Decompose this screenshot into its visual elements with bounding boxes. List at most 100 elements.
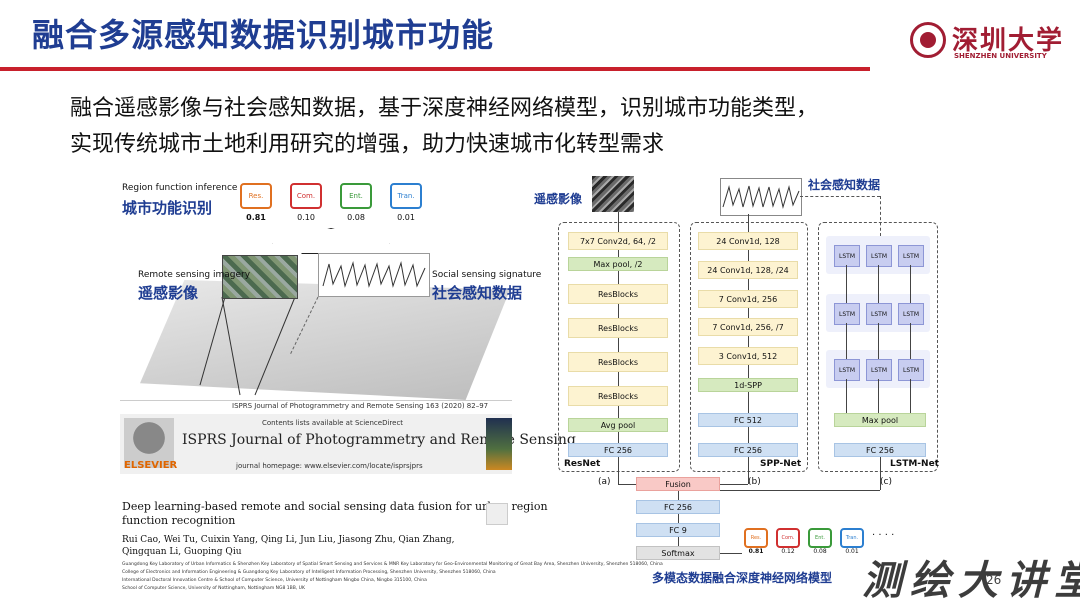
paper-title-line-2: function recognition (122, 514, 236, 527)
spp-connector (748, 336, 749, 347)
resnet-connector (618, 338, 619, 352)
branch-marker-a: (a) (598, 477, 611, 487)
intro-line-1: 融合遥感影像与社会感知数据，基于深度神经网络模型，识别城市功能类型， (70, 96, 819, 121)
social-sensing-label-en: Social sensing signature (432, 270, 542, 280)
fusion-fc9-block: FC 9 (636, 523, 720, 537)
resnet-block-res1: ResBlocks (568, 284, 668, 304)
lstm-cell: LSTM (834, 359, 860, 381)
signature-wave-icon (322, 261, 426, 288)
output-tag-ent: Ent. 0.08 (808, 528, 832, 555)
affiliation-4: School of Computer Science, University o… (122, 586, 305, 591)
resnet-connector (618, 406, 619, 418)
lstm-connector (910, 265, 911, 303)
spp-connector (748, 392, 749, 413)
lstm-connector (910, 379, 911, 413)
ss-input-chart (720, 178, 802, 216)
lstm-cell: LSTM (898, 245, 924, 267)
tag-com-value: 0.10 (297, 213, 315, 222)
out-tag-ent-icon: Ent. (808, 528, 832, 548)
resnet-connector (618, 304, 619, 318)
spp-connector (748, 427, 749, 443)
branch-marker-b: (b) (748, 477, 761, 487)
lstm-connector (846, 265, 847, 303)
resnet-block-res2: ResBlocks (568, 318, 668, 338)
fusion-connector (720, 490, 880, 491)
fusion-connector (720, 484, 748, 485)
output-tag-res: Res. 0.81 (744, 528, 768, 555)
output-tag-tran: Tran. 0.01 (840, 528, 864, 555)
function-tags: Res. 0.81 Com. 0.10 Ent. 0.08 Tran. 0.01 (240, 183, 422, 222)
ss-input-label: 社会感知数据 (808, 178, 881, 192)
resnet-connector (618, 271, 619, 284)
spp-block-2: 24 Conv1d, 128, /24 (698, 261, 798, 279)
spp-block-4: 7 Conv1d, 256, /7 (698, 318, 798, 336)
inference-label-group: Region function inference 城市功能识别 (122, 183, 237, 218)
crossmark-icon (486, 503, 508, 525)
spp-block-3: 7 Conv1d, 256 (698, 290, 798, 308)
affiliation-3: International Doctoral Innovation Centre… (122, 578, 427, 583)
rs-input-label: 遥感影像 (534, 192, 583, 206)
spp-connector (748, 279, 749, 290)
ss-input-arrow (748, 214, 749, 232)
spp-block-pool: 1d-SPP (698, 378, 798, 392)
tag-tran-icon: Tran. (390, 183, 422, 209)
resnet-label: ResNet (564, 459, 601, 469)
tag-tran-value: 0.01 (397, 213, 415, 222)
resnet-box (558, 222, 680, 472)
function-tag-com: Com. 0.10 (290, 183, 322, 222)
spp-block-5: 3 Conv1d, 512 (698, 347, 798, 365)
output-ellipsis: · · · · (872, 530, 895, 541)
resnet-connector (618, 250, 619, 257)
university-seal-icon (910, 22, 946, 58)
page-title: 融合多源感知数据识别城市功能 (32, 16, 495, 54)
intro-line-2: 实现传统城市土地利用研究的增强，助力快速城市化转型需求 (70, 132, 665, 157)
ss-to-lstm-line (880, 196, 882, 236)
output-tag-com: Com. 0.12 (776, 528, 800, 555)
softmax-block: Softmax (636, 546, 720, 560)
tag-com-icon: Com. (290, 183, 322, 209)
lstm-connector (846, 379, 847, 413)
out-tag-ent-value: 0.08 (813, 548, 827, 555)
affiliation-1: Guangdong Key Laboratory of Urban Inform… (122, 562, 663, 567)
fusion-connector (748, 457, 749, 484)
out-tag-com-icon: Com. (776, 528, 800, 548)
function-tag-tran: Tran. 0.01 (390, 183, 422, 222)
softmax-output-arrow (720, 553, 742, 554)
spp-label: SPP-Net (760, 459, 802, 469)
lstm-cell: LSTM (898, 303, 924, 325)
social-signature-chart (318, 253, 430, 297)
lstm-cell: LSTM (834, 245, 860, 267)
spp-connector (748, 250, 749, 261)
resnet-block-maxpool: Max pool, /2 (568, 257, 668, 271)
lstm-connector (878, 323, 879, 359)
lstm-cell: LSTM (866, 245, 892, 267)
watermark: 测绘大讲堂 (862, 557, 1080, 604)
spp-connector (748, 308, 749, 318)
affiliation-2: College of Electronics and Information E… (122, 570, 496, 575)
page-number: 26 (986, 573, 1002, 587)
resnet-block-fc: FC 256 (568, 443, 668, 457)
out-tag-tran-value: 0.01 (845, 548, 859, 555)
remote-sensing-label-en: Remote sensing imagery (138, 270, 251, 280)
lstm-cell: LSTM (866, 303, 892, 325)
resnet-connector (618, 432, 619, 443)
lstm-block-fc: FC 256 (834, 443, 926, 457)
out-tag-tran-icon: Tran. (840, 528, 864, 548)
resnet-block-res4: ResBlocks (568, 386, 668, 406)
rs-input-arrow (618, 212, 619, 232)
fusion-connector (880, 457, 881, 490)
inference-arrow-icon (272, 228, 390, 254)
lstm-cell: LSTM (898, 359, 924, 381)
spp-block-1: 24 Conv1d, 128 (698, 232, 798, 250)
fusion-connector (678, 537, 679, 546)
fusion-connector (678, 514, 679, 523)
social-sensing-label-cn: 社会感知数据 (432, 284, 523, 302)
branch-marker-c: (c) (880, 477, 892, 487)
social-sensing-label-group: Social sensing signature 社会感知数据 (432, 270, 541, 303)
remote-sensing-label-cn: 遥感影像 (138, 284, 199, 302)
university-name-en: SHENZHEN UNIVERSITY (954, 52, 1047, 60)
spp-block-fc256: FC 256 (698, 443, 798, 457)
lstm-box (818, 222, 938, 472)
lstm-cell: LSTM (866, 359, 892, 381)
resnet-block-res3: ResBlocks (568, 352, 668, 372)
